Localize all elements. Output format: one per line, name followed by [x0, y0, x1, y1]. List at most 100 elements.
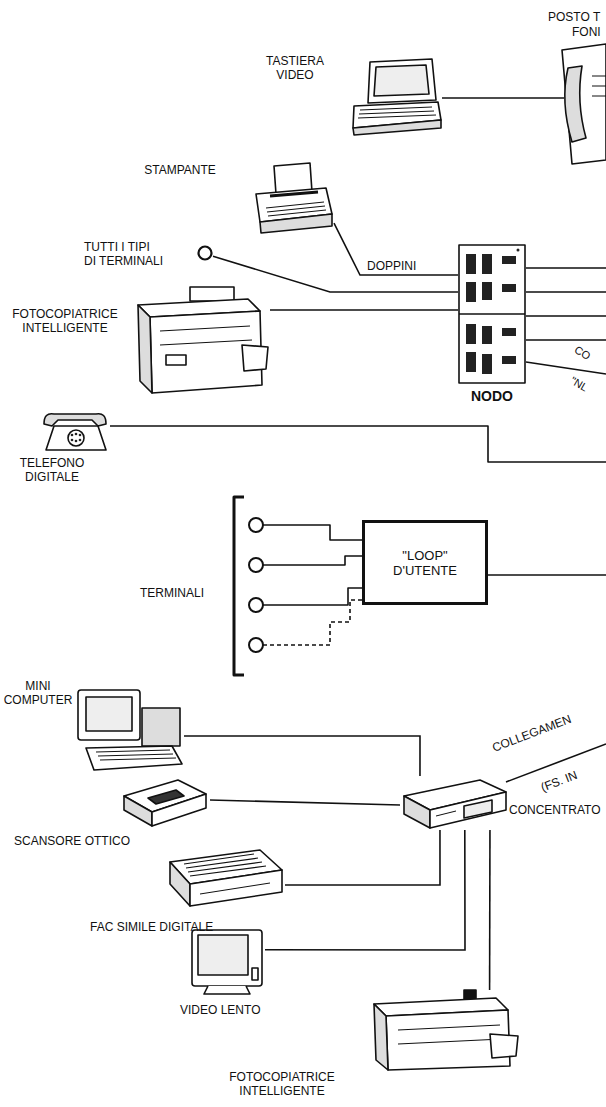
line-art — [110, 426, 606, 462]
text-holder: STAMPANTE — [144, 163, 217, 177]
device-illustration — [190, 928, 265, 996]
line-art — [459, 245, 525, 383]
device-label: CONCENTRATO — [509, 803, 602, 817]
line-art — [404, 796, 430, 828]
line-art — [502, 284, 516, 292]
device-illustration — [76, 688, 184, 772]
text-holder: SCANSORE OTTICO — [14, 834, 132, 848]
line-art — [242, 345, 268, 371]
device-illustration — [458, 244, 526, 384]
off-page-wires — [110, 98, 606, 782]
device-label: MINI COMPUTER — [3, 679, 73, 707]
device-illustration — [352, 58, 442, 136]
line-art — [249, 558, 263, 572]
line-art — [466, 249, 520, 375]
line-art — [71, 439, 74, 442]
line-art — [517, 249, 520, 252]
text-holder: "LOOP" D'UTENTE — [393, 548, 458, 578]
line-art — [190, 870, 282, 906]
line-art — [68, 430, 84, 446]
line-art — [46, 426, 106, 450]
connector-wire — [213, 256, 458, 292]
line-art — [124, 796, 152, 826]
terminal-group — [234, 497, 362, 675]
line-art — [200, 883, 270, 894]
connector-wire — [270, 309, 458, 311]
line-art — [142, 708, 180, 746]
printer: STAMPANTE — [252, 162, 334, 234]
line-art — [184, 854, 266, 876]
connector-wire — [285, 830, 440, 885]
free-label: POSTO T — [548, 10, 602, 24]
text-holder: MINI COMPUTER — [3, 679, 73, 707]
line-art — [79, 434, 82, 437]
line-art — [263, 600, 362, 645]
digital-fax: FAC SIMILE DIGITALE — [160, 842, 285, 914]
line-art — [198, 935, 248, 975]
connector-wire — [265, 830, 465, 950]
line-art — [430, 792, 506, 828]
line-art — [398, 1025, 502, 1044]
line-art — [565, 66, 586, 142]
text-holder: TASTIERA VIDEO — [266, 54, 325, 82]
user-loop-box: "LOOP" D'UTENTE — [362, 520, 488, 605]
connector-wire — [489, 830, 491, 990]
line-art — [502, 256, 516, 264]
line-art — [160, 326, 252, 345]
device-illustration — [252, 162, 334, 234]
line-art — [166, 355, 186, 365]
line-art — [466, 352, 476, 372]
device-illustration — [118, 772, 210, 830]
line-art — [459, 313, 525, 315]
text-holder: NODO — [471, 388, 514, 404]
line-art — [466, 324, 476, 344]
line-art — [482, 254, 492, 274]
wire-label: DOPPINI — [366, 259, 417, 273]
line-art — [148, 790, 184, 804]
line-art — [526, 268, 606, 374]
line-art — [436, 811, 456, 816]
line-art — [358, 107, 436, 118]
device-label: STAMPANTE — [144, 163, 217, 177]
device-label: FAC SIMILE DIGITALE — [90, 920, 215, 934]
mini-computer: MINI COMPUTER — [76, 688, 184, 772]
text-holder: FAC SIMILE DIGITALE — [90, 920, 215, 934]
optical-scanner: SCANSORE OTTICO — [118, 772, 210, 830]
line-art — [482, 282, 492, 300]
text-holder: COLLEGAMEN — [490, 711, 574, 755]
line-art — [199, 247, 212, 260]
line-art — [466, 282, 476, 302]
line-art — [466, 254, 476, 274]
text-holder: FONI — [572, 25, 602, 39]
smart-copier: FOTOCOPIATRICE INTELLIGENTE — [130, 285, 270, 395]
line-art — [490, 1034, 518, 1058]
line-art — [71, 433, 82, 443]
line-art — [442, 97, 564, 99]
line-art — [260, 214, 332, 233]
free-label: FONI — [572, 25, 602, 39]
line-art — [263, 588, 362, 605]
text-holder: (FS. IN — [539, 767, 580, 794]
line-art — [75, 433, 78, 436]
text-holder: POSTO T — [548, 10, 602, 24]
line-art — [464, 800, 492, 818]
network-node: NODO — [458, 244, 526, 384]
line-art — [71, 434, 74, 437]
line-art — [592, 76, 606, 96]
device-illustration — [197, 245, 213, 261]
line-art — [190, 287, 234, 301]
device-label: TUTTI I TIPI DI TERMINALI — [84, 240, 165, 268]
device-illustration — [160, 842, 285, 914]
video-terminal: TASTIERA VIDEO — [352, 58, 442, 136]
line-art — [502, 356, 516, 364]
line-art — [374, 1004, 388, 1070]
device-label: SCANSORE OTTICO — [14, 834, 132, 848]
line-art — [96, 750, 176, 760]
device-label: NODO — [471, 388, 514, 404]
smart-copier: FOTOCOPIATRICE INTELLIGENTE — [368, 990, 520, 1072]
text-holder: TUTTI I TIPI DI TERMINALI — [84, 240, 165, 268]
line-art — [86, 746, 182, 770]
line-art — [234, 497, 244, 675]
connector-wire — [184, 736, 420, 776]
